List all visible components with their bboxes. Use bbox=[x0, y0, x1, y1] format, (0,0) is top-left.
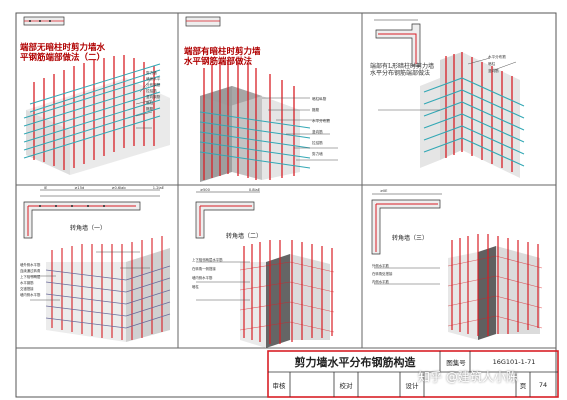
callout: 水平钢筋 bbox=[20, 281, 34, 285]
panel-5-title-line-1: 转角墙（二） bbox=[226, 233, 263, 240]
panel-4-illustration bbox=[23, 189, 171, 342]
review-label: 审核 bbox=[272, 382, 286, 390]
panel-1-callouts: 剪力墙 墙身水平 分布钢筋 拉结筋 竖向钢筋 暗柱 箍筋 bbox=[146, 70, 176, 112]
callout: 拉结筋 bbox=[146, 89, 157, 93]
drawing-title: 剪力墙水平分布钢筋构造 bbox=[294, 356, 416, 369]
title-block bbox=[267, 350, 559, 398]
callout: 剪力墙 bbox=[146, 71, 157, 75]
dimension-labels-2: ≥500 0.8laE bbox=[200, 188, 260, 192]
panel-6-title: 转角墙（三） bbox=[392, 235, 429, 243]
callout: 拉结筋 bbox=[312, 141, 323, 145]
panel-6-illustration bbox=[371, 193, 543, 340]
panel-3-illustration bbox=[374, 19, 525, 178]
dimension-labels: lE ≥15d ≥0.6lab 1.2laE bbox=[44, 186, 164, 190]
panel-3-title: 端部有L形暗柱时剪力墙 水平分布钢筋端部做法 bbox=[370, 63, 434, 78]
callout: 暗柱 bbox=[488, 62, 496, 66]
callout: 箍筋 bbox=[312, 108, 320, 112]
dimension-label: ≥15d bbox=[74, 186, 85, 190]
panel-5-title: 转角墙（二） bbox=[226, 233, 263, 241]
panel-5-callouts: 上下相邻两层水平筋 在转角一侧搭接 墙内侧水平筋 暗柱 bbox=[192, 256, 238, 292]
callout: 箍筋 bbox=[146, 107, 154, 111]
callout: 在转角处搭接 bbox=[372, 272, 393, 276]
panel-2-callouts: 暗柱纵筋 箍筋 水平分布筋 竖向筋 拉结筋 剪力墙 bbox=[312, 94, 358, 160]
callout: 竖向筋 bbox=[488, 69, 499, 73]
panel-1-title-line-2: 平钢筋端部做法（二） bbox=[20, 52, 106, 63]
dimension-label: ≥lIE bbox=[380, 189, 388, 193]
dimension-label: ≥500 bbox=[200, 188, 210, 192]
panel-5-illustration bbox=[195, 191, 335, 348]
callout: 墙外侧水平筋 bbox=[20, 263, 41, 267]
callout: 在转角一侧搭接 bbox=[192, 267, 216, 271]
dimension-label: 1.2laE bbox=[152, 186, 164, 190]
dimension-label: 0.8laE bbox=[248, 188, 260, 192]
callout: 水平分布筋 bbox=[312, 119, 330, 123]
page-number: 74 bbox=[538, 381, 548, 389]
callout: 剪力墙 bbox=[312, 152, 323, 156]
panel-1-title: 端部无暗柱时剪力墙水 平钢筋端部做法（二） bbox=[20, 43, 106, 64]
watermark: 知乎 @建筑人小陈 bbox=[418, 370, 518, 384]
callout: 分布钢筋 bbox=[146, 83, 161, 87]
panel-6-title-line-1: 转角墙（三） bbox=[392, 235, 429, 242]
dimension-labels-3: ≥lIE bbox=[380, 189, 387, 193]
panel-4-title-line-1: 转角墙（一） bbox=[70, 225, 107, 232]
panel-3-title-line-2: 水平分布钢筋端部做法 bbox=[370, 69, 431, 77]
callout: 连续通过转角 bbox=[20, 269, 41, 273]
callout: 暗柱纵筋 bbox=[312, 97, 327, 101]
panel-2-title-line-2: 水平钢筋端部做法 bbox=[184, 56, 253, 67]
check-label: 校对 bbox=[339, 382, 353, 390]
callout: 交错搭接 bbox=[20, 287, 34, 291]
callout: 暗柱 bbox=[146, 101, 154, 105]
panel-3-title-line-1: 端部有L形暗柱时剪力墙 bbox=[370, 63, 434, 70]
callout: 水平分布筋 bbox=[488, 55, 506, 59]
panel-6-callouts: 外侧水平筋 在转角处搭接 内侧水平筋 bbox=[372, 262, 432, 286]
callout: 外侧水平筋 bbox=[372, 264, 389, 268]
page-label: 页 bbox=[519, 382, 527, 390]
atlas-number: 16G101-1-71 bbox=[492, 358, 536, 366]
callout: 竖向钢筋 bbox=[146, 95, 161, 99]
dimension-label: ≥0.6lab bbox=[111, 186, 126, 190]
panel-1-title-line-1: 端部无暗柱时剪力墙水 bbox=[20, 43, 106, 53]
panel-4-title: 转角墙（一） bbox=[70, 225, 107, 233]
callout: 上下相邻两层水平筋 bbox=[192, 258, 223, 262]
panel-4-callouts: 墙外侧水平筋 连续通过转角 上下相邻两层 水平钢筋 交错搭接 墙内侧水平筋 bbox=[20, 262, 48, 298]
dimension-label: lE bbox=[44, 186, 48, 190]
callout: 墙内侧水平筋 bbox=[192, 276, 213, 280]
panel-1-illustration bbox=[23, 16, 170, 175]
panel-2-title-line-1: 端部有暗柱时剪力墙 bbox=[184, 47, 261, 57]
callout: 竖向筋 bbox=[312, 130, 323, 134]
callout: 墙内侧水平筋 bbox=[20, 293, 41, 297]
panel-2-title: 端部有暗柱时剪力墙 水平钢筋端部做法 bbox=[184, 47, 261, 68]
callout: 上下相邻两层 bbox=[20, 275, 41, 279]
callout: 暗柱 bbox=[192, 285, 199, 289]
atlas-label: 图集号 bbox=[446, 359, 466, 367]
callout: 墙身水平 bbox=[146, 77, 161, 81]
panel-2-illustration bbox=[185, 16, 338, 182]
panel-3-callouts: 水平分布筋 暗柱 竖向筋 bbox=[488, 54, 528, 75]
design-label: 设计 bbox=[405, 382, 419, 390]
callout: 内侧水平筋 bbox=[372, 280, 389, 284]
